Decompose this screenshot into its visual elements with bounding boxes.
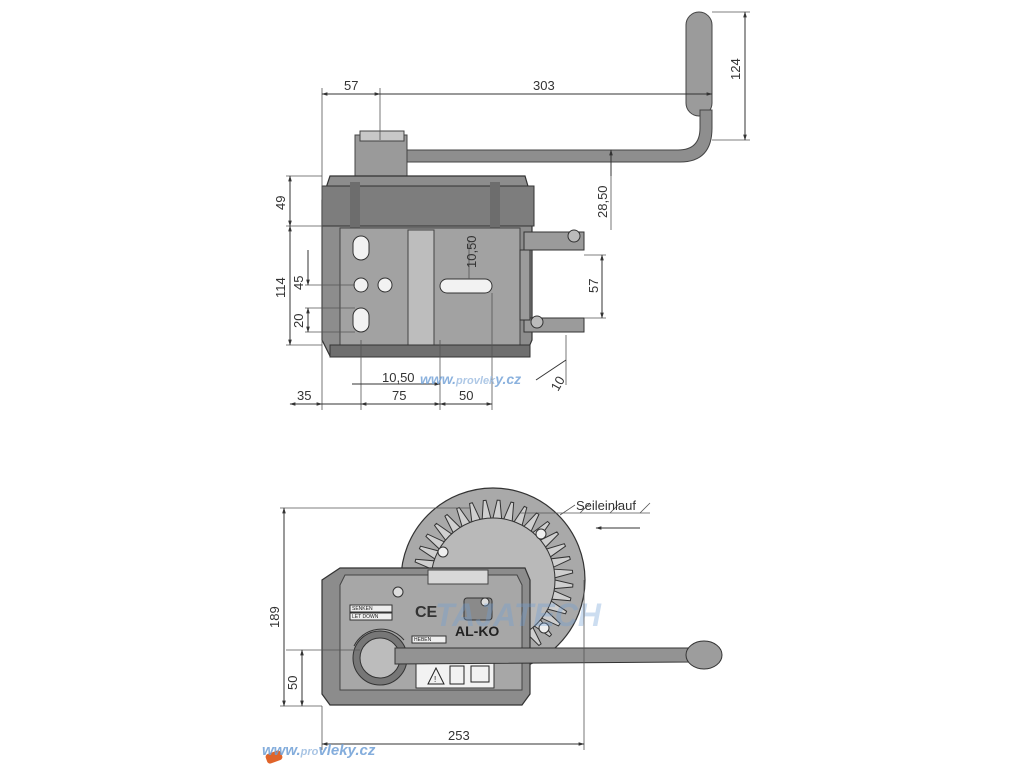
- winch-body-top: [321, 175, 535, 358]
- ce-mark: CE: [415, 604, 438, 621]
- dim-57-top: 57: [344, 78, 358, 93]
- dim-20: 20: [291, 314, 306, 328]
- dim-57-bracket: 57: [586, 279, 601, 293]
- dim-303: 303: [533, 78, 555, 93]
- dim-124: 124: [728, 58, 743, 80]
- side-bracket: [519, 229, 585, 333]
- cable-inlet: Seileinlauf: [520, 498, 651, 530]
- dim-10-50-vertical: 10,50: [464, 235, 479, 268]
- dim-45: 45: [291, 276, 306, 290]
- winch-housing-side: SENKEN LET DOWN HEBEN CE AL-KO !: [321, 567, 531, 706]
- dim-35: 35: [297, 388, 311, 403]
- top-view: 57 303 124 28,50 49 114 45 20 10,50 57 1…: [273, 11, 750, 410]
- dim-253: 253: [448, 728, 470, 743]
- plate-label-heben: HEBEN: [414, 637, 432, 643]
- dim-189: 189: [267, 606, 282, 628]
- alko-logo: AL-KO: [455, 623, 499, 639]
- plate-label-senken: SENKEN: [352, 606, 373, 612]
- plate-label-let-down: LET DOWN: [352, 614, 379, 620]
- crank-hub: [354, 134, 408, 181]
- dim-10-small: 10: [548, 373, 568, 393]
- dim-50-base: 50: [459, 388, 473, 403]
- top-watermark: www.provleky.cz: [420, 371, 521, 387]
- dim-49: 49: [273, 196, 288, 210]
- cable-inlet-label: Seileinlauf: [576, 498, 636, 513]
- dim-50-side: 50: [285, 676, 300, 690]
- dim-28-50: 28,50: [595, 185, 610, 218]
- overlay-brand: TAJATECH: [435, 597, 602, 633]
- crank-handle-side: [394, 640, 723, 670]
- crank-handle: [404, 11, 713, 163]
- dim-114: 114: [273, 277, 288, 298]
- svg-text:www.provleky.cz: www.provleky.cz: [262, 742, 376, 759]
- dim-75: 75: [392, 388, 406, 403]
- svg-text:!: !: [434, 675, 436, 684]
- side-view: SENKEN LET DOWN HEBEN CE AL-KO ! TAJ: [267, 487, 723, 750]
- footer-watermark: www.provleky.cz: [262, 742, 376, 764]
- dim-10-50-horizontal: 10,50: [382, 370, 415, 385]
